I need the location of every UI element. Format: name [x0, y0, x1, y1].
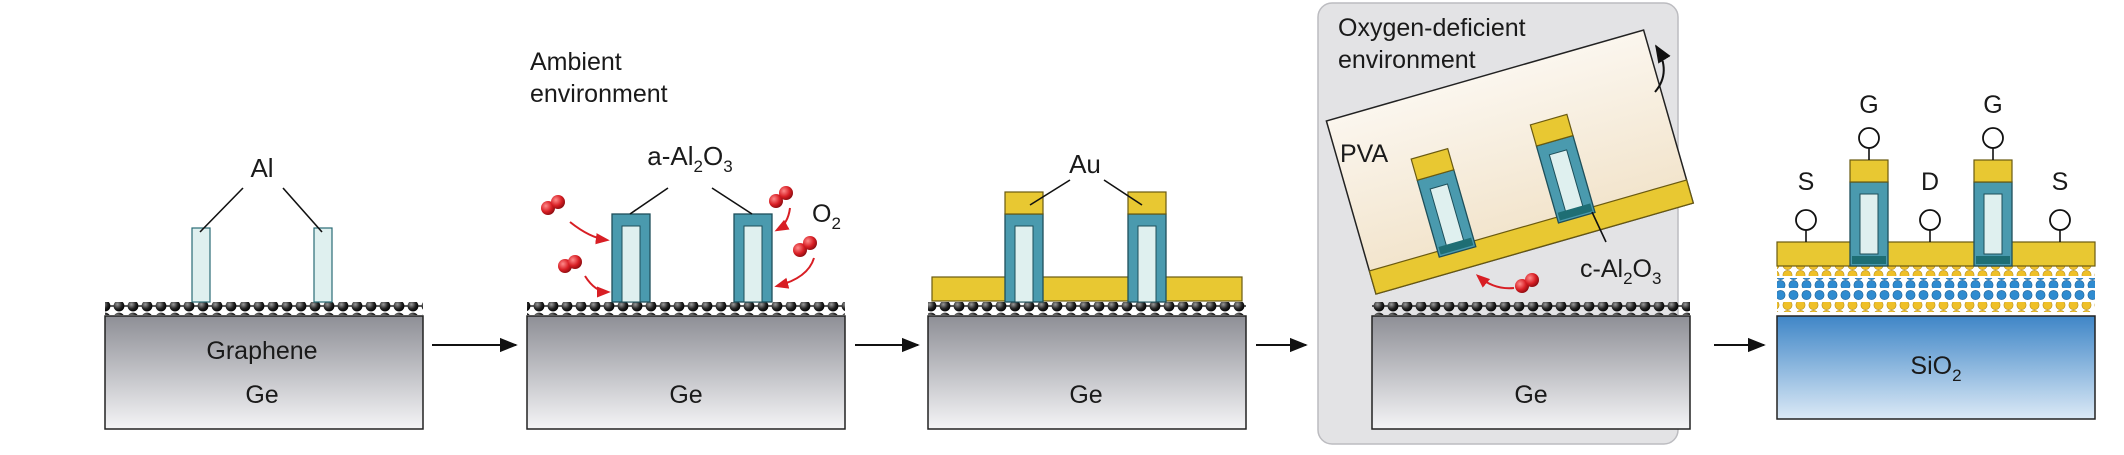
- gate-pillar-left: [1849, 159, 1889, 267]
- al-leader-left: [199, 187, 244, 233]
- s-label-left: S: [1798, 168, 1815, 196]
- graphene-label: Graphene: [206, 337, 317, 365]
- gate-probe-right: [1982, 127, 2004, 160]
- au-leader-left: [1029, 179, 1071, 206]
- oxygen-molecule: [1515, 273, 1539, 293]
- oxygen-molecule: [541, 195, 565, 215]
- oxygen-molecule: [793, 236, 817, 257]
- peel-arrow: [1654, 44, 1671, 93]
- sio2-substrate: [1776, 315, 2096, 420]
- pva-pillar-left: [1410, 147, 1477, 258]
- c-al2o3-label: c-Al2O3: [1580, 255, 1661, 288]
- au-label: Au: [1069, 149, 1101, 179]
- graphene-layer-1: [105, 302, 423, 315]
- oxygen-molecule: [769, 186, 793, 208]
- graphene-layer-2: [527, 302, 845, 315]
- device-core-right: [1137, 225, 1157, 303]
- au-cap-left: [1004, 191, 1044, 215]
- a-al2o3-leader-left: [629, 187, 669, 215]
- ge-label-1: Ge: [245, 381, 278, 409]
- pva-label: PVA: [1340, 140, 1388, 168]
- panel-4-transfer: Oxygen-deficient environment Ge PVA: [1317, 2, 1695, 445]
- panel-3-gold-contacts: Au Ge: [927, 149, 1247, 430]
- oxygen-deficient-line1: Oxygen-deficient: [1338, 14, 1526, 42]
- s-label-right: S: [2052, 168, 2069, 196]
- oxygen-molecule: [558, 255, 582, 273]
- al-pillar-right: [313, 227, 333, 303]
- panel-5-final-device: SiO2: [1776, 91, 2096, 420]
- oxygen-arrow: [569, 221, 610, 245]
- au-film: [931, 276, 1243, 302]
- panel-1-deposition: Al Graphene Ge: [104, 153, 424, 430]
- source-probe-left: [1795, 209, 1817, 242]
- al-pillar-left: [191, 227, 211, 303]
- oxygen-arrow: [774, 207, 791, 232]
- device-core-left: [1014, 225, 1034, 303]
- oxygen-arrow: [584, 275, 611, 298]
- lipid-bilayer: [1777, 266, 2095, 312]
- a-al2o3-label: a-Al2O3: [647, 141, 732, 176]
- oxygen-arrow: [774, 257, 815, 289]
- source-probe-right: [2049, 209, 2071, 242]
- g-label-right: G: [1983, 91, 2002, 119]
- pva-au-film: [1368, 179, 1694, 295]
- oxygen-deficient-line2: environment: [1338, 46, 1476, 74]
- ge-substrate-3: [927, 315, 1247, 430]
- al-label: Al: [250, 153, 273, 183]
- ge-substrate-4: [1371, 315, 1691, 430]
- oxide-core-right: [743, 225, 763, 303]
- drain-probe: [1919, 209, 1941, 242]
- graphene-layer-3: [928, 302, 1246, 315]
- gate-probe-left: [1858, 127, 1880, 160]
- au-leader-right: [1103, 179, 1143, 206]
- ambient-label-line1: Ambient: [530, 48, 622, 76]
- ge-substrate-2: [526, 315, 846, 430]
- al-leader-right: [282, 187, 323, 233]
- ambient-label-line2: environment: [530, 80, 668, 108]
- oxide-core-left: [621, 225, 641, 303]
- ge-label-3: Ge: [1069, 381, 1102, 409]
- oxygen-arrow: [1475, 274, 1515, 290]
- final-au-film: [1776, 241, 2096, 267]
- ge-label-4: Ge: [1514, 381, 1547, 409]
- pva-film-group: [1325, 29, 1695, 295]
- panel-2-oxidation: a-Al2O3 Ambient environment O2 Ge: [526, 48, 846, 430]
- a-al2o3-leader-right: [711, 187, 753, 215]
- pva-pillar-right: [1529, 113, 1596, 224]
- c-al2o3-leader: [1591, 211, 1607, 243]
- ge-label-2: Ge: [669, 381, 702, 409]
- ge-substrate-1: [104, 315, 424, 430]
- o2-label: O2: [812, 200, 841, 233]
- au-cap-right: [1127, 191, 1167, 215]
- graphene-layer-4: [1372, 302, 1690, 315]
- g-label-left: G: [1859, 91, 1878, 119]
- gate-pillar-right: [1973, 159, 2013, 267]
- sio2-label: SiO2: [1910, 352, 1961, 385]
- d-label: D: [1921, 168, 1939, 196]
